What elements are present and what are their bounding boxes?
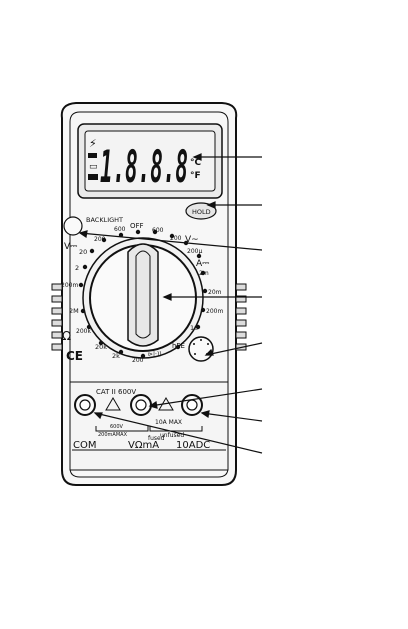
lcd-unit-fahrenheit: °F xyxy=(190,171,201,181)
dial-label-r20k: 20k xyxy=(95,343,107,351)
unfused-label: unfused xyxy=(160,432,184,439)
dial-label-v200-left: 200 xyxy=(94,236,106,243)
right-grip xyxy=(235,283,247,351)
callout-hfe xyxy=(205,342,263,356)
dial-label-a20m: 20m xyxy=(208,289,222,296)
dial-label-a2m: 2m xyxy=(199,270,209,277)
dial-label-v200-right: 200 xyxy=(170,235,182,242)
hold-button-label: HOLD xyxy=(192,208,211,216)
lcd-screen xyxy=(84,130,216,192)
dial-label-r2k: 2k xyxy=(112,352,120,360)
dial-label-vdc20: 20 xyxy=(79,248,87,256)
jack-v-ohm-ma[interactable] xyxy=(130,394,152,416)
backlight-label: BACKLIGHT xyxy=(86,216,123,224)
svg-text:▭: ▭ xyxy=(89,162,98,172)
cat-rating: CAT II 600V xyxy=(96,388,136,396)
dial-label-r200k: 200k xyxy=(76,328,91,335)
jack-label-com: COM xyxy=(73,440,96,451)
svg-text:⚡: ⚡ xyxy=(89,137,97,150)
lcd-digits: 1.8.8.8 xyxy=(100,142,188,193)
jack-com[interactable] xyxy=(74,394,96,416)
dial-label-vdc200m: 200m xyxy=(61,282,78,289)
selector-pointer xyxy=(127,243,159,347)
lcd-annunciators: ⚡ ▭ xyxy=(88,137,98,180)
dial-label-v600-right: 600 xyxy=(152,227,164,234)
callout-10a xyxy=(201,412,263,422)
callout-com xyxy=(94,412,263,454)
dial-label-v-dc: V⎓ xyxy=(64,242,77,252)
dial-label-r200: 200 xyxy=(132,357,144,364)
left-grip xyxy=(51,283,63,351)
jack-label-10a: 10ADC xyxy=(176,440,210,451)
callout-backlight xyxy=(79,232,263,251)
fused-rating: 200mAMAX xyxy=(98,432,128,438)
dial-label-v-ac: V~ xyxy=(185,235,199,245)
fused-label: fused xyxy=(148,435,165,442)
dial-label-ohm: Ω xyxy=(62,329,71,343)
fused-bracket xyxy=(95,426,149,432)
dial-position-dots xyxy=(78,229,208,359)
dial-label-diode: ⊳|·)) xyxy=(148,351,162,358)
hold-button[interactable] xyxy=(185,202,217,220)
dial-label-r2M: 2M xyxy=(69,307,79,315)
backlight-button[interactable] xyxy=(63,216,83,236)
unfused-rating: 10A MAX xyxy=(155,419,182,426)
lcd-unit-celsius: °C xyxy=(190,158,202,168)
dial-label-a200m: 200m xyxy=(206,308,223,315)
callout-v-ohm-ma xyxy=(149,388,263,407)
selector-grip xyxy=(135,250,151,339)
fused-volts: 600V xyxy=(110,424,124,430)
jack-label-v-ohm-ma: VΩmA xyxy=(128,440,159,451)
callout-lines xyxy=(78,153,263,454)
dial-label-hfe: hFE xyxy=(172,342,185,350)
dial-label-a10: 10 xyxy=(190,324,198,332)
ce-mark: CE xyxy=(66,349,83,363)
dial-label-off: OFF xyxy=(130,222,144,230)
dial-label-a200u: 200µ xyxy=(187,248,202,255)
unfused-bracket xyxy=(149,426,203,432)
dial-label-v600-left: 600 xyxy=(114,226,126,233)
dial-label-a-dc: A⎓ xyxy=(196,259,209,269)
dial-label-vdc2: 2 xyxy=(75,264,79,272)
dial-labels: OFF 600 200 600 200 V~ 200µ A⎓ 2m 20m 20… xyxy=(61,222,223,364)
